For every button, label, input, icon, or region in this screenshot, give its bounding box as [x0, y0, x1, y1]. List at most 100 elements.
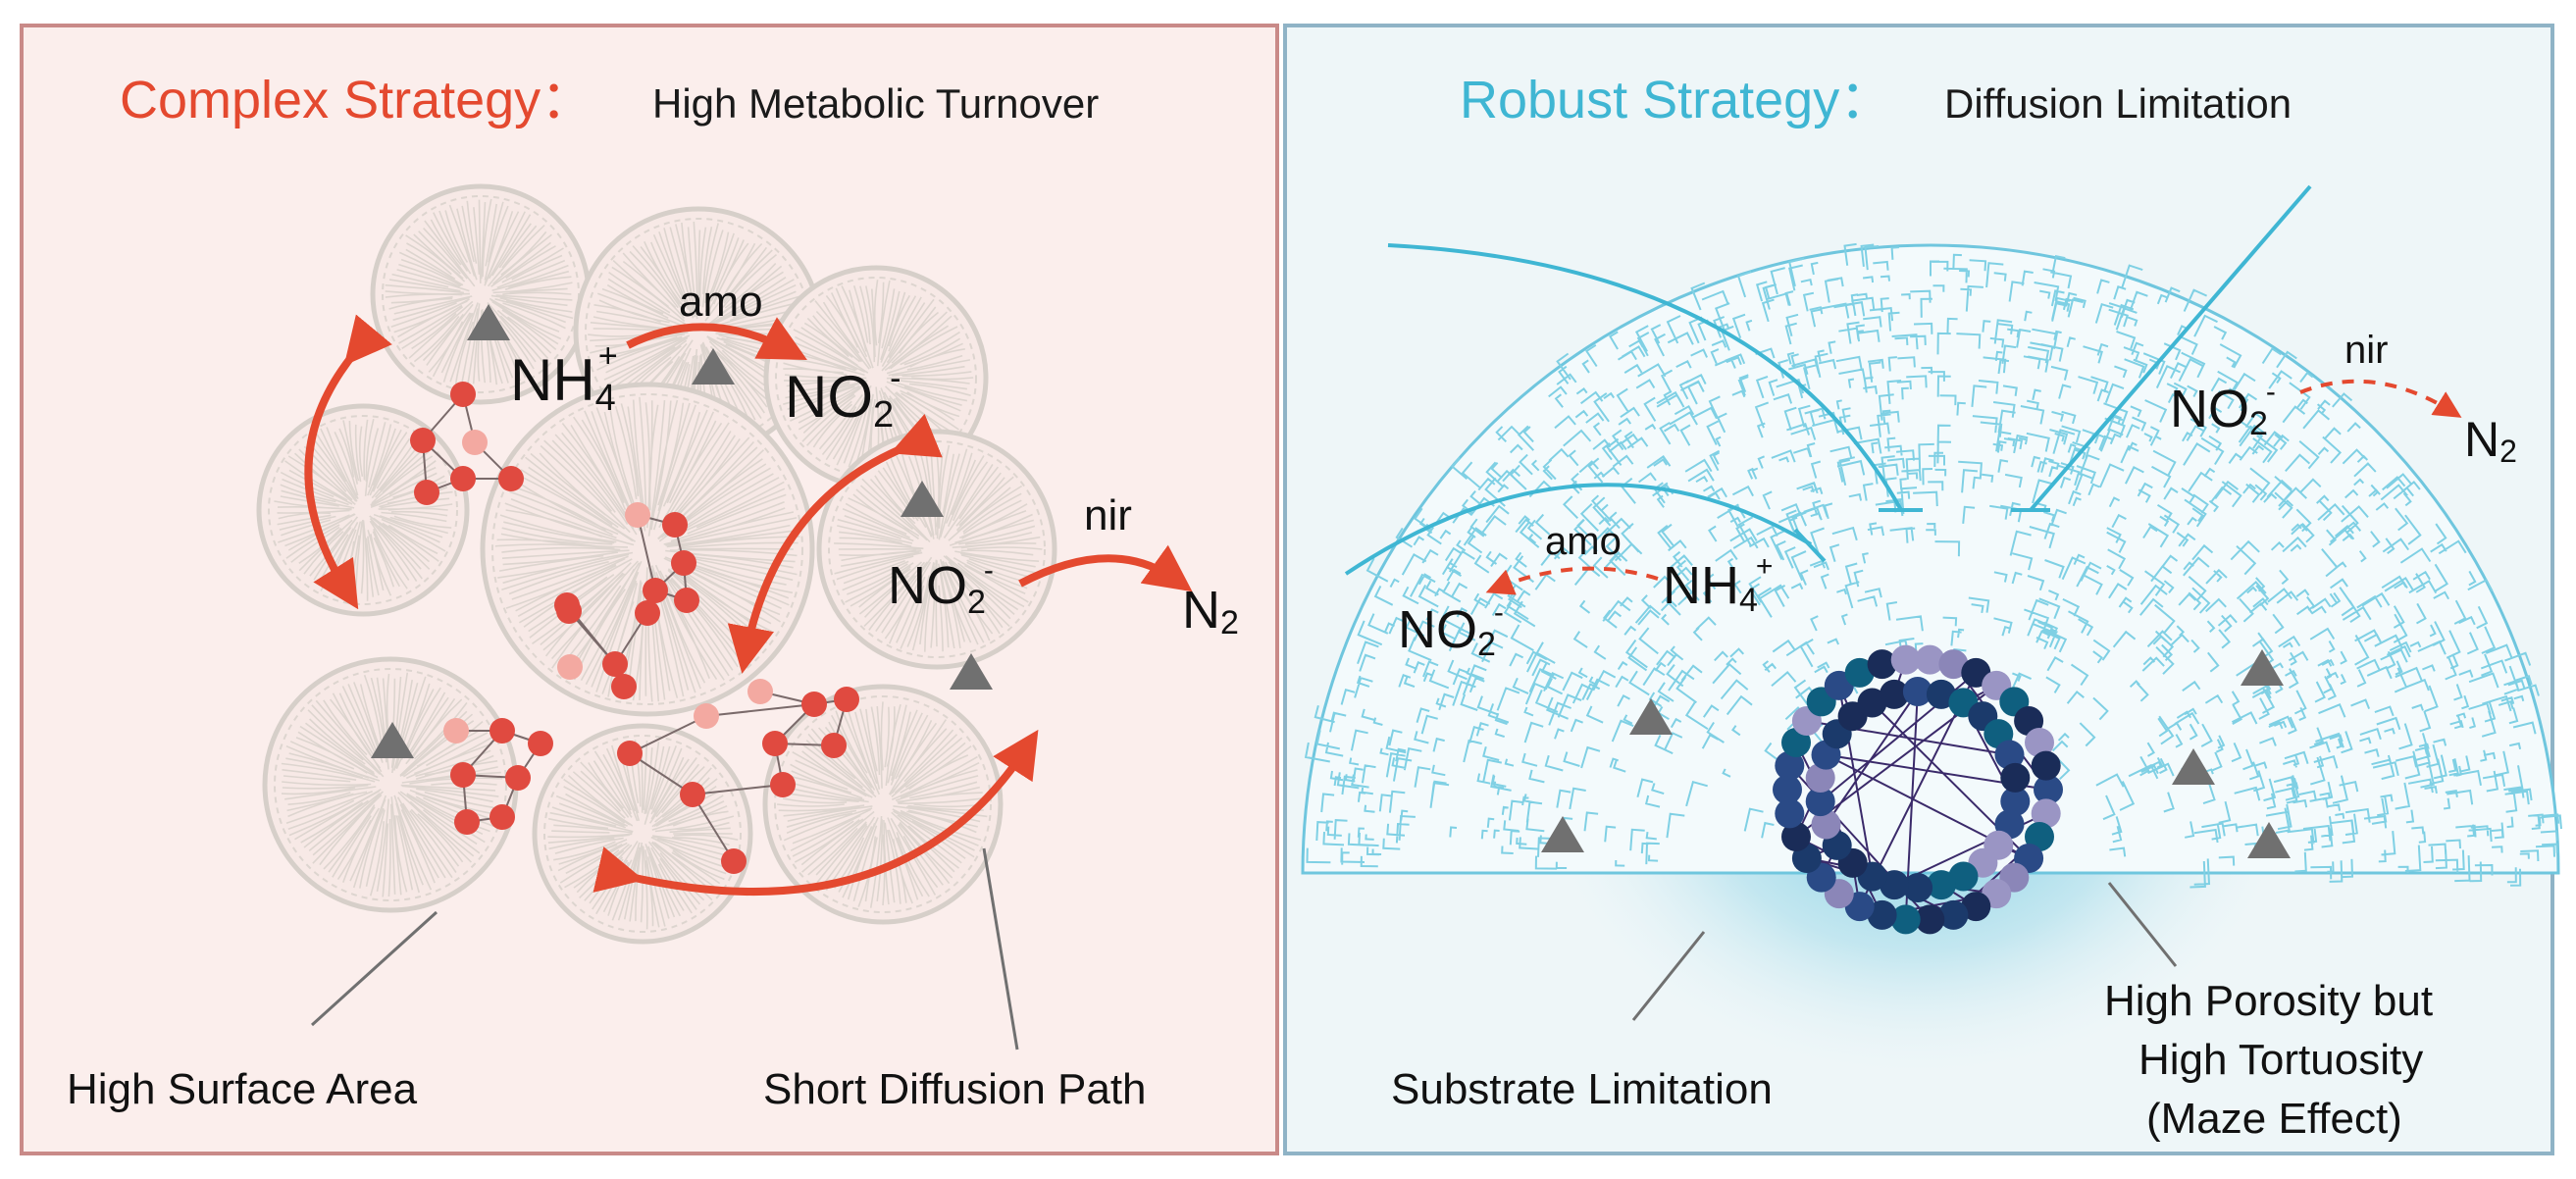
bacteria-node	[747, 679, 773, 704]
core-cell	[1775, 750, 1805, 781]
porosity-callout-line2: High Tortuosity	[2138, 1036, 2423, 1084]
core-cell	[1890, 904, 1921, 935]
left-no2-top-label: NO2-	[785, 360, 901, 436]
svg-text:NO2-: NO2-	[785, 360, 901, 436]
bacteria-node	[671, 550, 696, 576]
triangle-marker	[1541, 816, 1584, 852]
right-title-description: Diffusion Limitation	[1944, 80, 2292, 127]
porosity-callout-line	[2107, 882, 2178, 967]
surface-callout-line	[310, 910, 438, 1027]
double-arrow-left	[304, 314, 392, 610]
left-nh4-label: NH4+	[510, 337, 618, 419]
core-cell	[1880, 870, 1910, 900]
bacteria-node	[694, 703, 719, 729]
left-no2-label: NO2-	[888, 554, 994, 621]
bacteria-node	[462, 430, 488, 455]
svg-text:N2: N2	[2464, 412, 2517, 469]
porosity-callout-line1: High Porosity but	[2104, 977, 2433, 1025]
core-cell	[1805, 763, 1835, 793]
bacteria-node	[611, 674, 637, 699]
diffusion-callout-line	[982, 847, 1019, 1051]
left-nir-label: nir	[1084, 491, 1132, 539]
right-no2-left-label: NO2-	[1398, 596, 1504, 663]
left-title-description: High Metabolic Turnover	[652, 80, 1099, 127]
bacteria-node	[635, 600, 660, 626]
granule-rim	[382, 195, 580, 393]
bacteria-node	[643, 578, 668, 603]
core-cell	[1867, 899, 1897, 930]
flux-curve	[1387, 243, 1903, 511]
bacteria-node	[721, 848, 747, 874]
surface-callout-text: High Surface Area	[67, 1065, 418, 1113]
bacteria-node	[410, 428, 436, 453]
right-no2-top-label: NO2-	[2170, 376, 2276, 442]
bacteria-node	[674, 588, 699, 613]
bacteria-node	[450, 382, 476, 407]
double-arrow-center	[727, 413, 943, 674]
bacteria-node	[801, 692, 827, 717]
core-cell	[2031, 750, 2061, 781]
left-amo-label: amo	[679, 278, 763, 326]
bacteria-cluster	[554, 502, 699, 699]
flux-curve	[1344, 483, 1813, 576]
core-cell	[1927, 870, 1956, 900]
porosity-callout-line3: (Maze Effect)	[2146, 1095, 2402, 1143]
granule-texture	[385, 198, 574, 386]
flux-curve	[2029, 184, 2312, 512]
bacteria-node	[498, 466, 524, 491]
bacteria-node	[834, 687, 859, 712]
svg-text:N2: N2	[1182, 581, 1239, 641]
left-title-strategy: Complex Strategy：	[120, 71, 593, 129]
bacteria-cluster	[443, 718, 553, 835]
dense-microbial-core	[1773, 644, 2063, 935]
cluster-edge	[637, 514, 656, 591]
core-cell	[1938, 649, 1969, 680]
granule	[256, 403, 470, 617]
triangle-marker	[2247, 822, 2291, 858]
nir-dashed-arrow	[2299, 379, 2462, 418]
nir-arrow	[1018, 544, 1193, 592]
bacteria-node	[414, 480, 439, 505]
core-cell	[2034, 775, 2063, 804]
right-n2-label: N2	[2464, 412, 2517, 469]
svg-text:NO2-: NO2-	[888, 554, 994, 621]
right-triangles	[1541, 649, 2291, 858]
core-cell	[1867, 649, 1897, 680]
right-panel: Robust Strategy： Diffusion Limitation	[1283, 24, 2562, 1155]
bacteria-node	[617, 741, 643, 766]
triangle-marker	[692, 348, 735, 384]
core-cell	[1890, 644, 1921, 675]
left-panel: Complex Strategy： High Metabolic Turnove…	[20, 24, 1279, 1155]
bacteria-cluster	[410, 382, 524, 505]
svg-text:NH4+: NH4+	[1663, 550, 1773, 619]
svg-text:NO2-: NO2-	[2170, 376, 2276, 442]
bacteria-node	[770, 772, 796, 797]
triangle-marker	[2241, 649, 2284, 686]
bacteria-node	[602, 651, 628, 677]
diffusion-callout-text: Short Diffusion Path	[763, 1065, 1147, 1113]
triangle-marker	[2172, 748, 2215, 785]
core-cell	[1844, 657, 1875, 688]
right-amo-label: amo	[1545, 520, 1622, 563]
core-cell	[1811, 809, 1841, 840]
substrate-callout-text: Substrate Limitation	[1391, 1065, 1773, 1113]
bacteria-node	[454, 809, 480, 835]
granule	[532, 723, 753, 945]
core-cell	[1857, 688, 1887, 718]
granule-rim	[274, 668, 507, 901]
granule	[480, 382, 815, 717]
core-cell	[1880, 679, 1909, 709]
porous-maze-hemisphere	[1301, 242, 2562, 889]
granule	[262, 656, 519, 913]
bacteria-node	[489, 804, 515, 830]
substrate-flux-curves	[1344, 184, 2312, 576]
core-cell	[1775, 798, 1805, 829]
svg-text:NH4+: NH4+	[510, 337, 618, 419]
right-title-strategy: Robust Strategy：	[1460, 71, 1892, 129]
maze-channels	[1304, 242, 2562, 889]
core-cell	[1994, 740, 2025, 770]
double-arrow-bottom	[592, 729, 1039, 897]
bacteria-node	[528, 731, 553, 756]
bacteria-node	[443, 718, 469, 743]
